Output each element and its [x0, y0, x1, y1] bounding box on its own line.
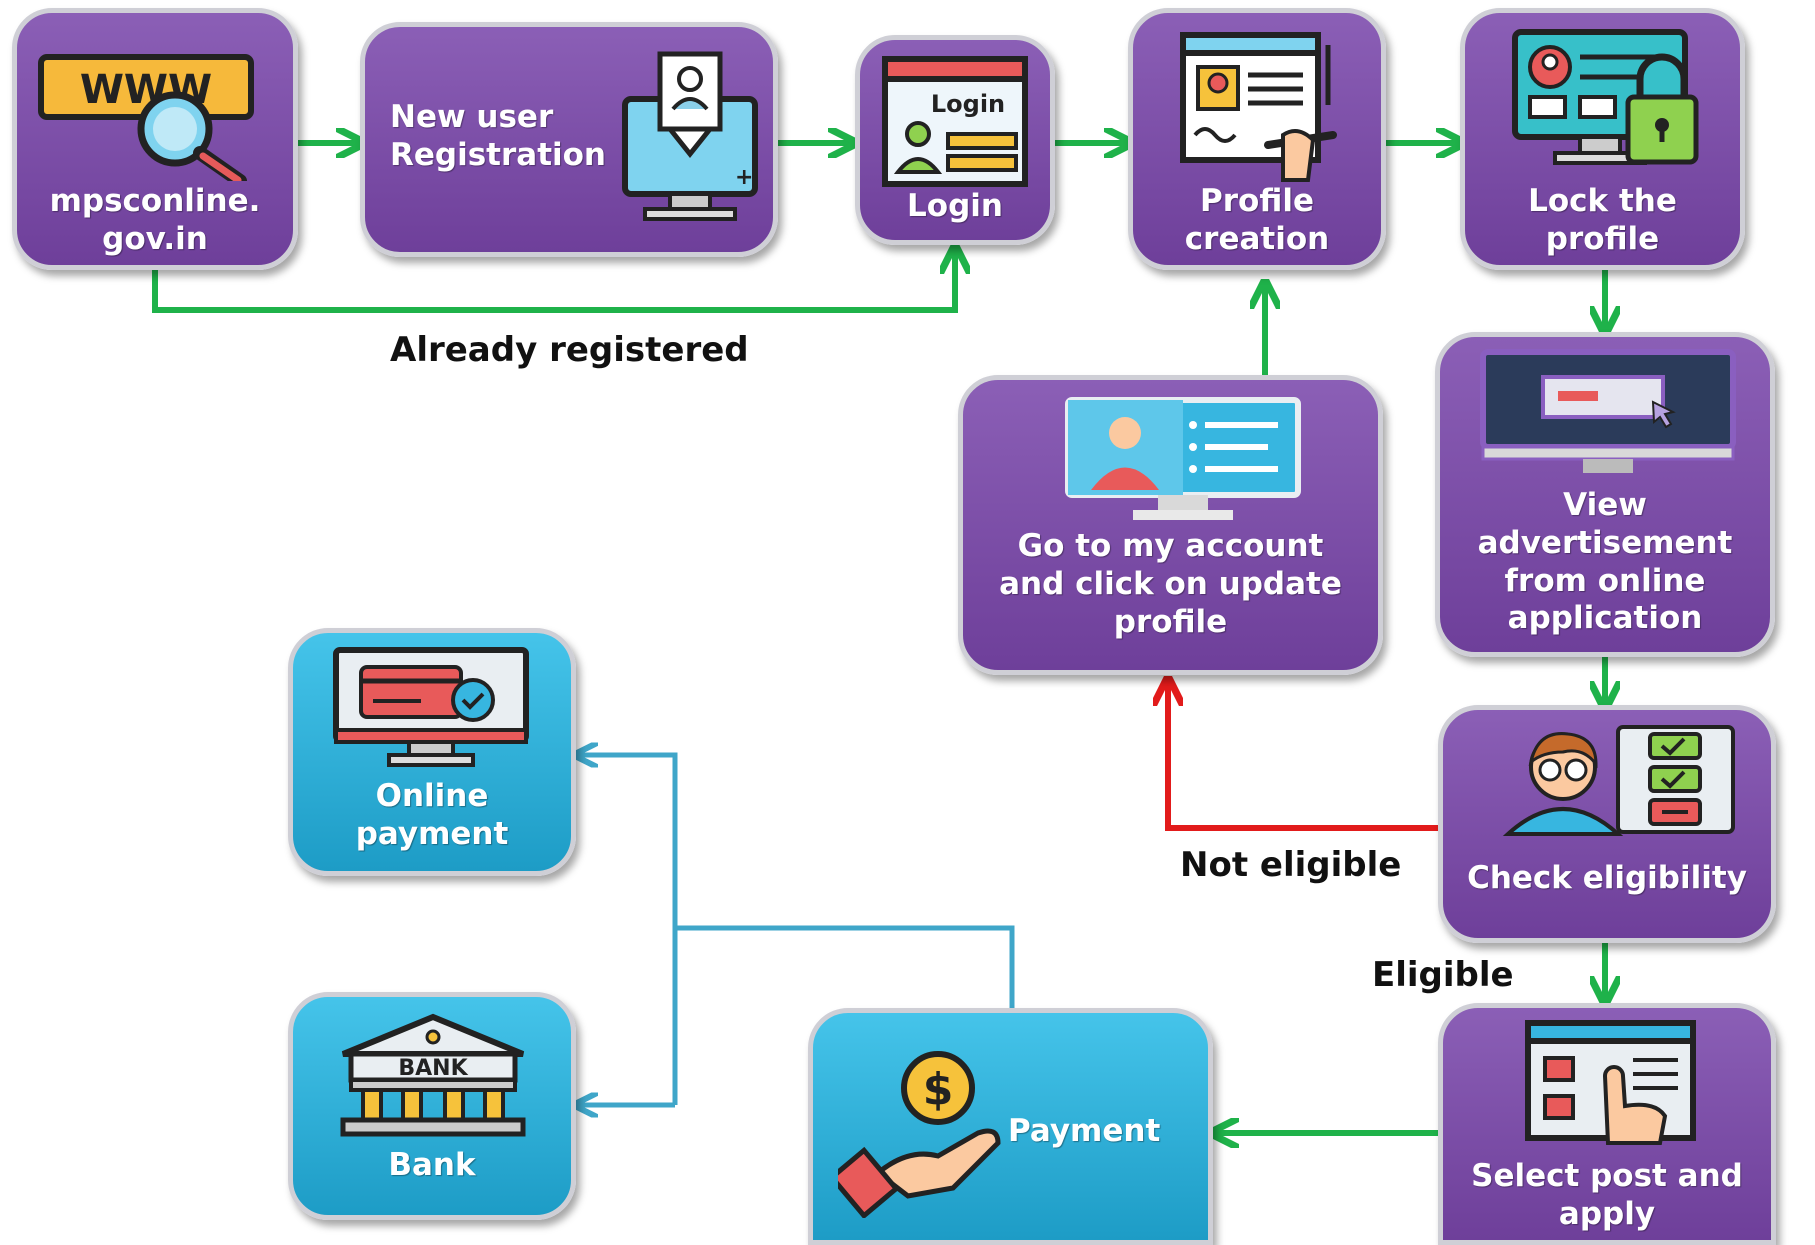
label-not-eligible: Not eligible	[1180, 845, 1402, 885]
arrow-not-eligible	[1168, 682, 1438, 831]
node-payment-label: Payment	[1008, 1113, 1161, 1149]
svg-text:+: +	[735, 165, 753, 190]
node-online-payment-label: Online payment	[355, 778, 509, 852]
node-login[interactable]: Login Login	[855, 35, 1055, 245]
lock-monitor-icon	[1512, 29, 1699, 165]
www-search-icon: WWW	[38, 54, 254, 181]
online-payment-monitor-icon	[333, 647, 529, 767]
bank-icon: BANK	[340, 1013, 526, 1137]
advertisement-monitor-icon	[1480, 349, 1736, 473]
node-check-eligibility-label: Check eligibility	[1467, 860, 1747, 896]
eligibility-checklist-icon	[1502, 725, 1735, 836]
svg-text:$: $	[923, 1064, 954, 1115]
node-check-eligibility[interactable]: Check eligibility	[1438, 705, 1776, 943]
node-profile-creation-label: Profile creation	[1184, 183, 1330, 257]
select-post-icon	[1525, 1020, 1696, 1145]
node-site-label: mpsconline. gov.in	[49, 183, 261, 257]
node-registration[interactable]: New user Registration +	[360, 22, 778, 257]
node-online-payment[interactable]: Online payment	[288, 628, 576, 876]
bank-sign-text: BANK	[398, 1056, 468, 1081]
label-eligible: Eligible	[1372, 955, 1514, 995]
node-view-advertisement-label: View advertisement from online applicati…	[1477, 487, 1733, 637]
node-select-post-label: Select post and apply	[1471, 1158, 1743, 1232]
node-update-profile-label: Go to my account and click on update pro…	[999, 528, 1342, 640]
arrow-already-registered	[152, 250, 955, 313]
label-already-registered: Already registered	[390, 330, 749, 370]
node-site[interactable]: WWW mpsconline. gov.in	[12, 8, 298, 270]
node-update-profile[interactable]: Go to my account and click on update pro…	[958, 375, 1383, 675]
login-screen-icon: Login	[882, 56, 1028, 187]
arrow-payment-to-options	[675, 925, 1015, 1008]
registration-monitor-icon: +	[622, 51, 758, 221]
user-monitor-icon	[1065, 397, 1301, 520]
arrow-to-online-payment	[578, 755, 678, 1105]
node-lock-profile-label: Lock the profile	[1528, 183, 1677, 257]
node-lock-profile[interactable]: Lock the profile	[1460, 8, 1745, 270]
node-profile-creation[interactable]: Profile creation	[1128, 8, 1386, 270]
node-login-label: Login	[907, 188, 1003, 224]
node-bank-label: Bank	[388, 1147, 476, 1183]
profile-form-icon	[1180, 32, 1337, 182]
node-select-post[interactable]: Select post and apply	[1438, 1003, 1776, 1245]
node-bank[interactable]: BANK Bank	[288, 992, 576, 1220]
node-payment[interactable]: $ Payment	[808, 1008, 1213, 1245]
payment-hand-icon: $	[838, 1051, 1001, 1218]
login-screen-text: Login	[931, 90, 1005, 118]
node-registration-label: New user Registration	[390, 99, 607, 173]
node-view-advertisement[interactable]: View advertisement from online applicati…	[1435, 332, 1775, 657]
